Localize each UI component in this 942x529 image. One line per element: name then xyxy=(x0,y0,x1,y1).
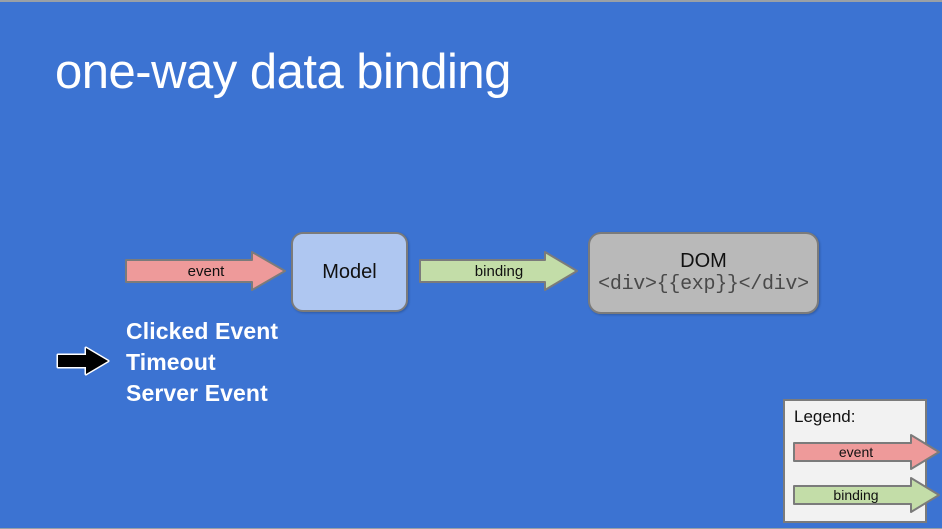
node-dom-code: <div>{{exp}}</div> xyxy=(598,272,809,296)
legend-binding-arrow-shape xyxy=(793,477,940,513)
legend-title: Legend: xyxy=(794,407,856,426)
flow-arrow-binding: binding xyxy=(419,251,579,291)
event-source-list: Clicked Event Timeout Server Event xyxy=(126,316,278,409)
node-dom: DOM <div>{{exp}}</div> xyxy=(588,232,819,314)
event-source-item: Clicked Event xyxy=(126,318,279,344)
legend-box: Legend: event binding xyxy=(783,399,940,523)
node-model: Model xyxy=(291,232,408,312)
flow-arrow-event: event xyxy=(125,251,287,291)
binding-arrow-shape xyxy=(419,251,578,291)
event-source-item: Server Event xyxy=(126,380,268,406)
event-arrow-shape xyxy=(125,251,286,291)
node-dom-title: DOM xyxy=(680,249,727,272)
event-source-item: Timeout xyxy=(126,349,216,375)
legend-item-event: event xyxy=(793,434,941,470)
page-title: one-way data binding xyxy=(55,45,511,99)
legend-event-arrow-shape xyxy=(793,434,940,470)
legend-item-binding: binding xyxy=(793,477,941,513)
node-model-label: Model xyxy=(322,260,377,283)
right-arrow-icon xyxy=(55,344,111,383)
